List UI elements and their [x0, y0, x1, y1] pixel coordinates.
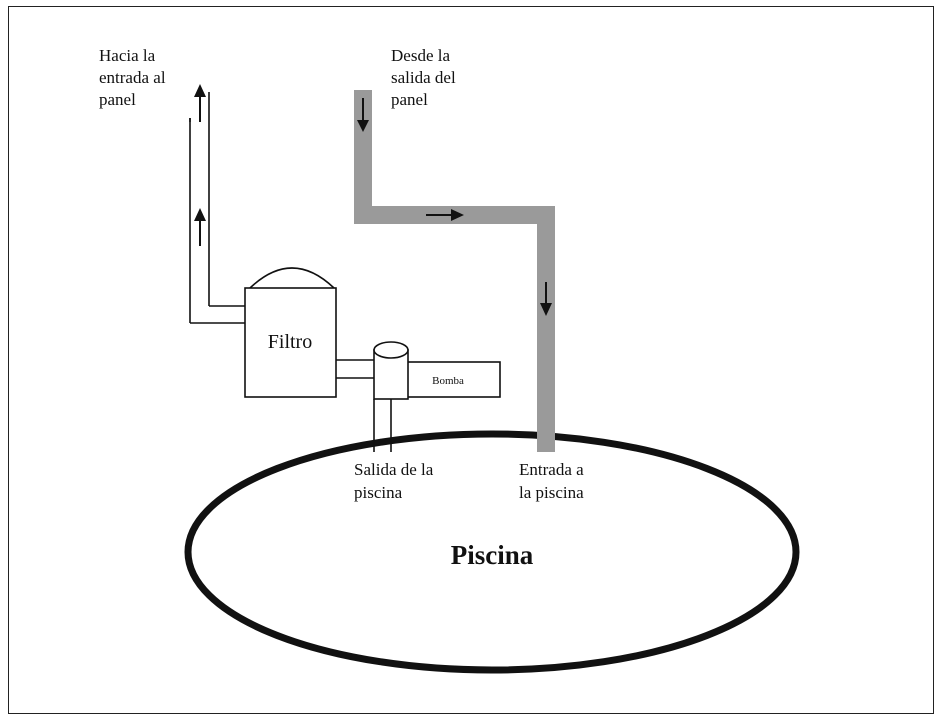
pump-cylinder-top	[373, 341, 409, 359]
pool-inlet-label: Entrada a la piscina	[519, 460, 588, 502]
pump-label: Bomba	[432, 375, 464, 387]
filter-pump-connector	[336, 359, 374, 379]
from-panel-label: Desde la salida del panel	[391, 46, 460, 109]
flow-arrow-up-icon	[194, 84, 206, 122]
pool-outlet-pipe	[373, 399, 392, 452]
pool-outlet-label: Salida de la piscina	[354, 460, 438, 502]
pool-ellipse	[184, 430, 800, 674]
filter-label: Filtro	[268, 331, 312, 353]
flow-arrow-down-icon	[357, 98, 369, 132]
to-panel-label: Hacia la entrada al panel	[99, 46, 170, 109]
flow-arrow-up-icon	[194, 208, 206, 246]
pump-unit: Bomba	[373, 341, 501, 400]
diagram-frame	[8, 6, 934, 714]
filter-body	[244, 287, 337, 398]
flow-arrow-down-icon	[540, 282, 552, 316]
flow-arrow-right-icon	[426, 209, 464, 221]
pool-label: Piscina	[451, 540, 534, 570]
supply-pipe	[189, 92, 245, 324]
filter-unit: Filtro	[244, 267, 337, 398]
filter-dome	[249, 267, 335, 289]
